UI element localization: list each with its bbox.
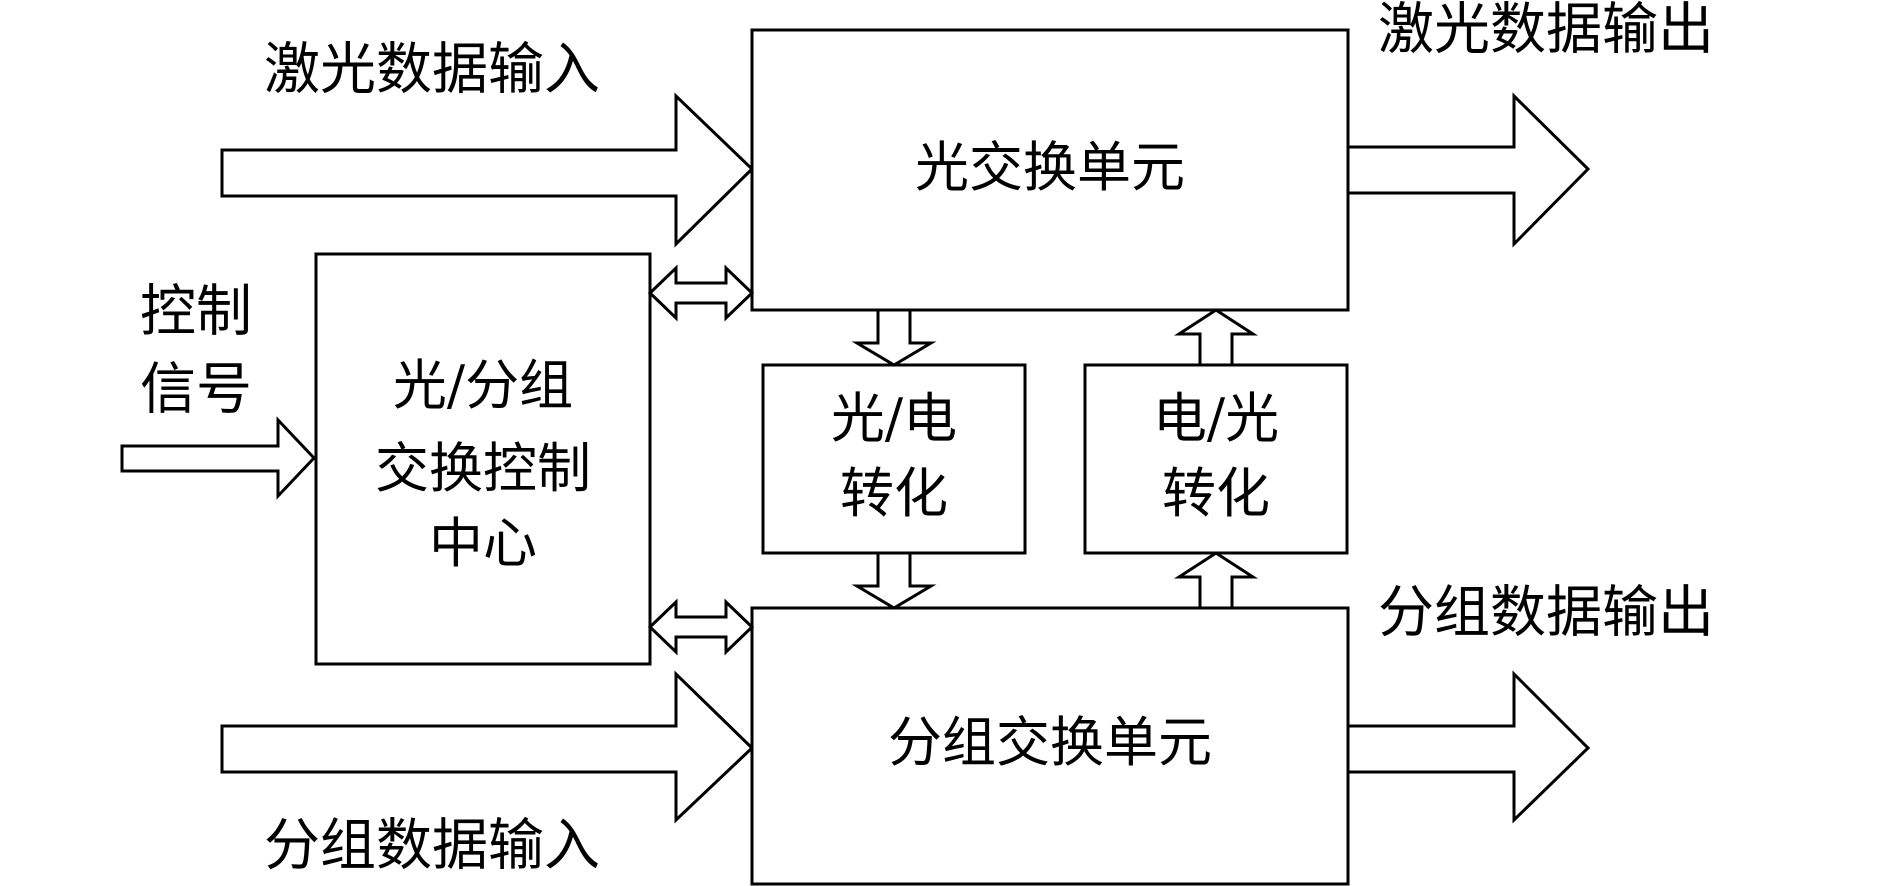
optical-switch-box: [750, 28, 1350, 312]
eo-converter-label-line2: 转化: [1162, 462, 1270, 525]
control-packet-double-arrow: [647, 598, 755, 656]
packet-to-eo-arrow: [1173, 551, 1259, 610]
control-optical-double-arrow: [647, 264, 755, 322]
optical-switch-label: 光交换单元: [915, 136, 1185, 199]
oe-converter-box: [761, 363, 1027, 555]
packet-input-label: 分组数据输入: [264, 814, 600, 879]
oe-to-packet-arrow: [851, 551, 937, 610]
laser-output-label: 激光数据输出: [1378, 0, 1714, 63]
packet-switch-box: [750, 606, 1350, 886]
control-center-label-line3: 中心: [429, 512, 537, 575]
eo-converter-box: [1083, 363, 1349, 555]
control-signal-label-line2: 信号: [140, 358, 252, 423]
control-center-box: [314, 252, 652, 666]
control-signal-arrow: [120, 416, 317, 500]
packet-output-label: 分组数据输出: [1378, 581, 1714, 646]
optical-to-oe-arrow: [851, 308, 937, 367]
control-center-label-line1: 光/分组: [393, 354, 573, 417]
eo-to-optical-arrow: [1173, 308, 1259, 367]
control-signal-label-line1: 控制: [140, 280, 252, 345]
packet-input-arrow: [220, 670, 755, 824]
laser-input-arrow: [220, 92, 755, 248]
laser-input-label: 激光数据输入: [264, 38, 600, 103]
oe-converter-label-line1: 光/电: [831, 387, 957, 450]
control-center-label-line2: 交换控制: [375, 437, 591, 500]
packet-output-arrow: [1346, 670, 1591, 824]
laser-output-arrow: [1346, 92, 1591, 248]
eo-converter-label-line1: 电/光: [1153, 387, 1279, 450]
packet-switch-label: 分组交换单元: [888, 711, 1212, 774]
oe-converter-label-line2: 转化: [840, 462, 948, 525]
